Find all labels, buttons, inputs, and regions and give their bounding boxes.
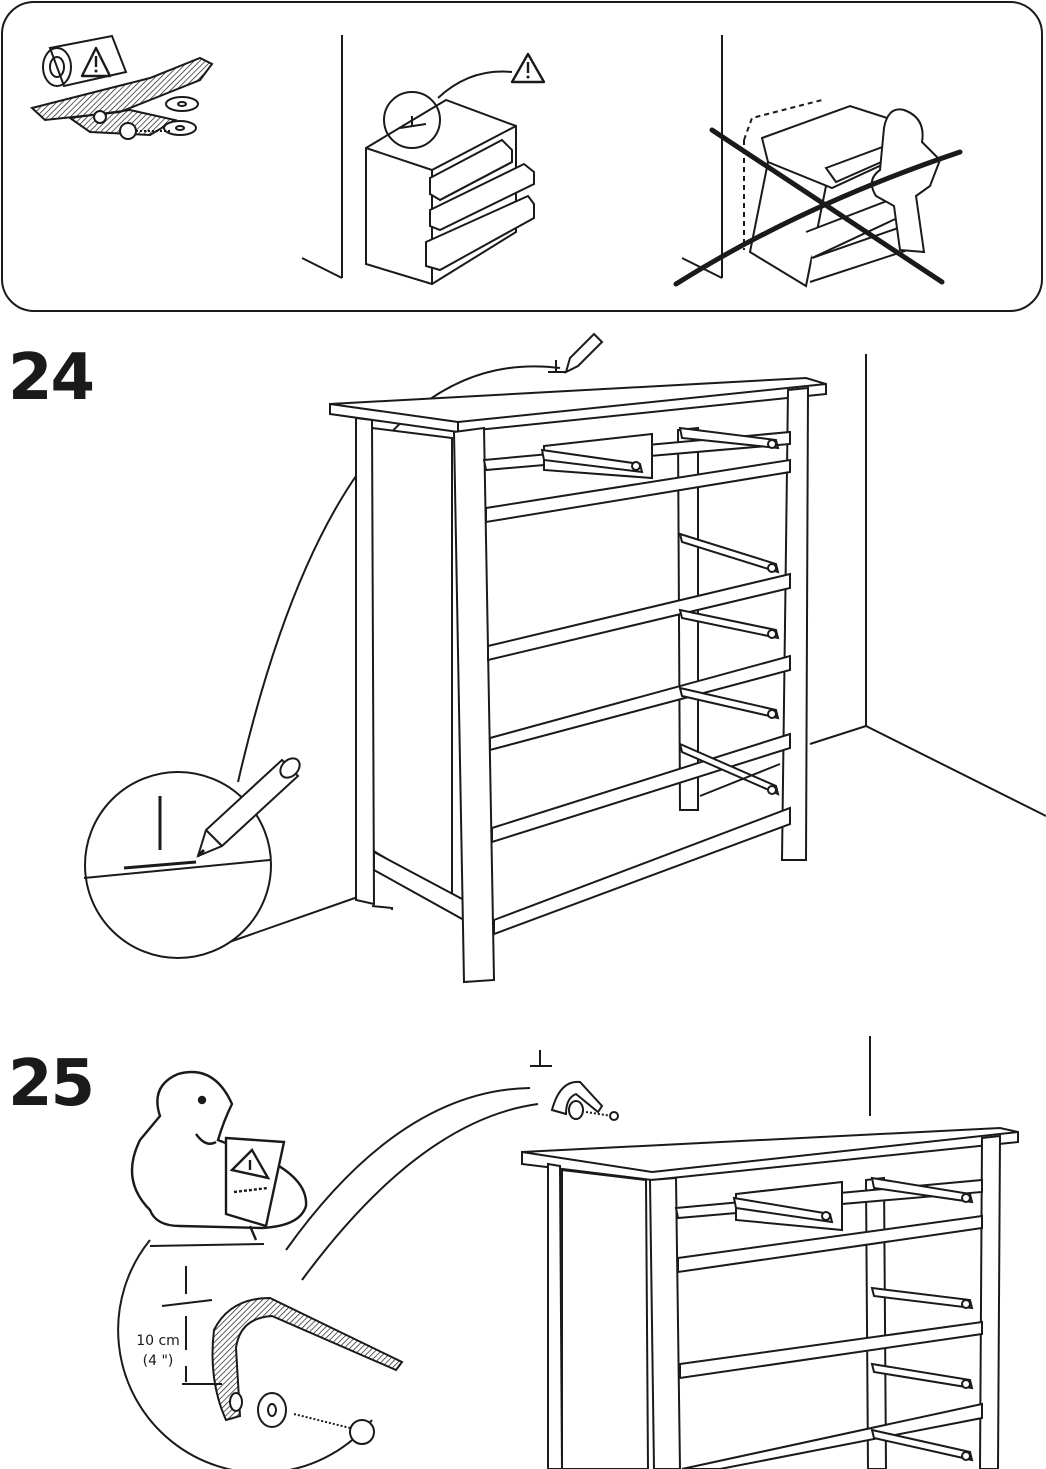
wall-strap-icon <box>213 1298 403 1444</box>
pencil-icon <box>548 334 602 372</box>
chest-frame <box>330 378 826 982</box>
step-25-drawing <box>0 1030 1046 1469</box>
wall-fixing-kit-icon <box>32 36 212 139</box>
step-24-drawing <box>0 320 1046 1000</box>
warning-triangle-icon <box>512 54 544 82</box>
person-reading-manual-illustration <box>132 1072 306 1240</box>
height-measurement-metric: 10 cm <box>128 1332 188 1350</box>
step-25-illustration: 10 cm (4 ") <box>0 1030 1046 1469</box>
wall-bracket-icon <box>530 1050 618 1120</box>
chest-against-wall-illustration <box>302 72 534 284</box>
height-measurement-imperial: (4 ") <box>128 1352 188 1370</box>
warning-panel <box>0 0 1046 315</box>
step-24-illustration <box>0 320 1046 1000</box>
warning-panel-drawing <box>0 0 1046 315</box>
